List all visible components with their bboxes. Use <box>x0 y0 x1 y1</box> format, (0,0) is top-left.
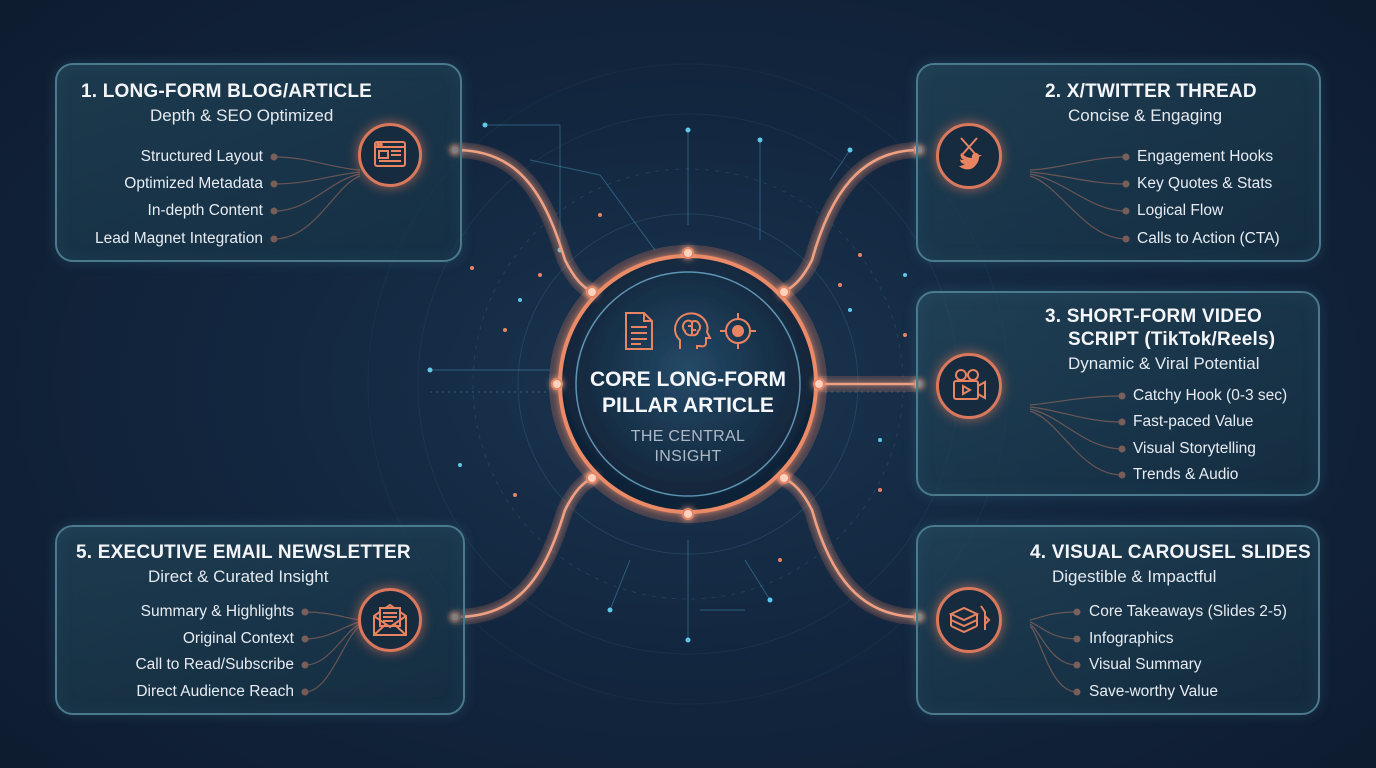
newsletter-item: Summary & Highlights <box>140 603 294 620</box>
twitter-item: Logical Flow <box>1137 202 1224 219</box>
video-item: Catchy Hook (0-3 sec) <box>1133 387 1288 404</box>
twitter-item: Calls to Action (CTA) <box>1137 230 1280 247</box>
newsletter-item: Original Context <box>182 630 294 647</box>
video-subtitle: Dynamic & Viral Potential <box>1068 354 1260 373</box>
blog-title: 1. LONG-FORM BLOG/ARTICLE <box>81 81 373 102</box>
blog-item: In-depth Content <box>147 202 263 219</box>
x-twitter-icon <box>936 123 1002 189</box>
video-title-line1: 3. SHORT-FORM VIDEO <box>1045 306 1263 327</box>
video-title-line2: SCRIPT (TikTok/Reels) <box>1068 329 1276 350</box>
document-icon <box>622 311 656 356</box>
twitter-item: Engagement Hooks <box>1137 148 1274 165</box>
blog-item: Structured Layout <box>140 148 263 165</box>
newsletter-title: 5. EXECUTIVE EMAIL NEWSLETTER <box>76 542 411 563</box>
carousel-item: Save-worthy Value <box>1089 683 1218 700</box>
carousel-item: Visual Summary <box>1089 656 1202 673</box>
video-camera-icon <box>936 353 1002 419</box>
envelope-icon <box>358 588 422 652</box>
carousel-item: Infographics <box>1089 630 1174 647</box>
twitter-item: Key Quotes & Stats <box>1137 175 1273 192</box>
video-item: Visual Storytelling <box>1133 440 1256 457</box>
target-icon <box>718 311 758 356</box>
blog-item: Lead Magnet Integration <box>94 230 263 247</box>
newsletter-item: Call to Read/Subscribe <box>135 656 294 673</box>
newsletter-item: Direct Audience Reach <box>136 683 294 700</box>
stacked-slides-icon <box>936 587 1002 653</box>
video-item: Fast-paced Value <box>1133 413 1254 430</box>
browser-article-icon <box>358 123 422 187</box>
blog-subtitle: Depth & SEO Optimized <box>150 106 334 125</box>
newsletter-subtitle: Direct & Curated Insight <box>148 567 329 586</box>
twitter-title: 2. X/TWITTER THREAD <box>1045 81 1257 102</box>
blog-item: Optimized Metadata <box>124 175 263 192</box>
brain-head-icon <box>670 309 714 358</box>
video-item: Trends & Audio <box>1133 466 1239 483</box>
twitter-subtitle: Concise & Engaging <box>1068 106 1223 125</box>
carousel-item: Core Takeaways (Slides 2-5) <box>1089 603 1287 620</box>
carousel-title: 4. VISUAL CAROUSEL SLIDES <box>1030 542 1311 563</box>
carousel-subtitle: Digestible & Impactful <box>1052 567 1217 586</box>
